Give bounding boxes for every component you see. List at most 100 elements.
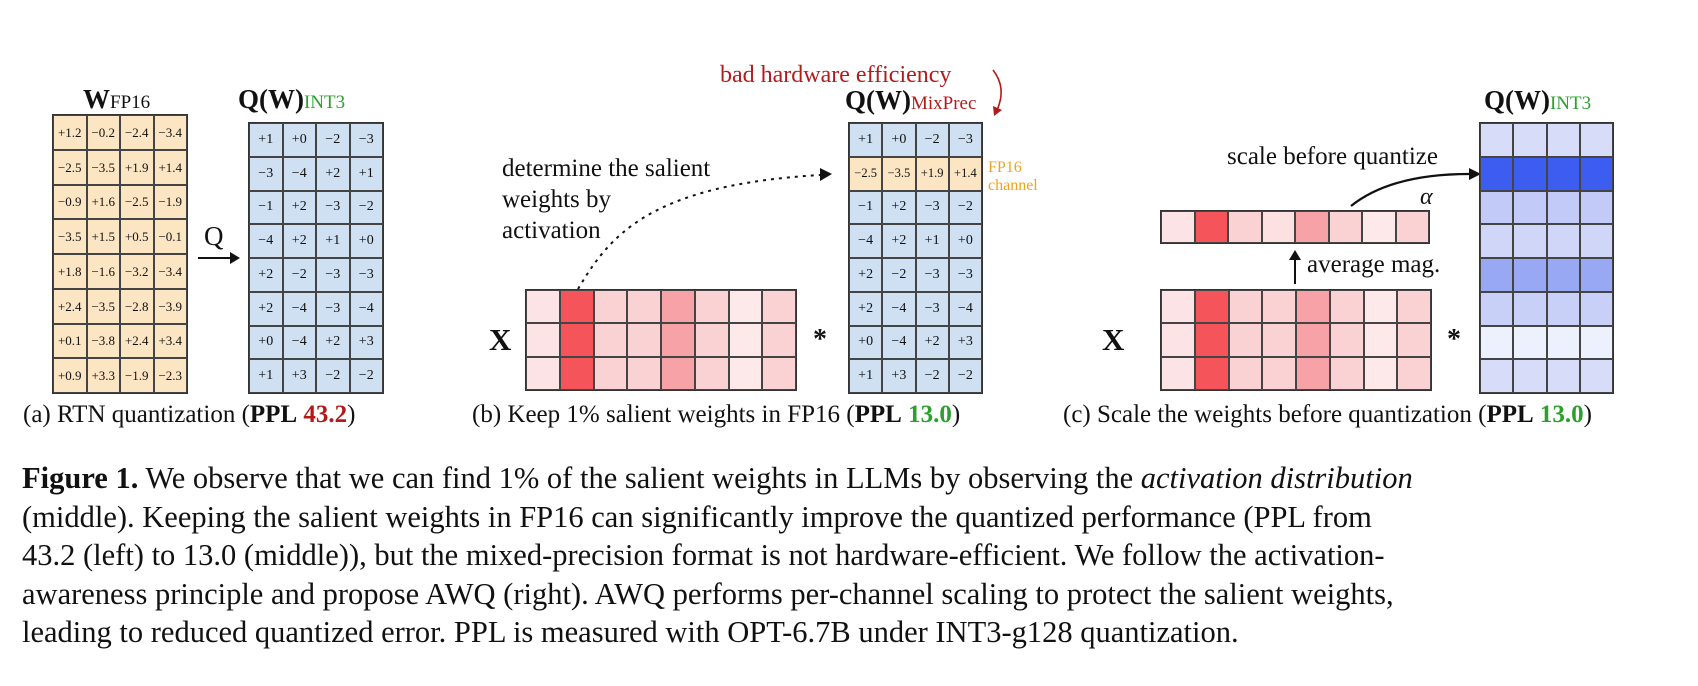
matrix-cell xyxy=(1513,325,1547,360)
matrix-cell: −2 xyxy=(316,359,350,393)
matrix-cell: +0 xyxy=(948,224,982,258)
matrix-cell: +1 xyxy=(316,224,350,258)
matrix-cell xyxy=(1363,290,1398,324)
matrix-cell: +2 xyxy=(249,258,283,292)
matrix-cell xyxy=(1228,211,1262,243)
matrix-cell: +3 xyxy=(349,325,383,360)
matrix-cell xyxy=(1261,211,1295,243)
matrix-cell xyxy=(1262,323,1296,357)
matrix-cell xyxy=(627,290,661,324)
matrix-cell: −0.1 xyxy=(153,219,187,254)
hardware-efficiency-note: bad hardware efficiency xyxy=(720,62,952,88)
matrix-cell xyxy=(1546,291,1580,326)
matrix-cell xyxy=(1513,359,1547,393)
matrix-cell xyxy=(1329,356,1364,390)
matrix-cell: −2 xyxy=(948,359,982,393)
caption-a: (a) RTN quantization (PPL 43.2) xyxy=(23,401,356,428)
matrix-cell: +0 xyxy=(249,325,283,360)
matrix-cell: −4 xyxy=(882,325,916,360)
q-int3-label-a: Q(W)INT3 xyxy=(238,84,346,114)
average-note: average mag. xyxy=(1307,251,1441,278)
matrix-cell: +2.4 xyxy=(53,288,87,324)
matrix-cell xyxy=(1546,359,1580,393)
alpha-label: α xyxy=(1420,184,1433,210)
matrix-cell xyxy=(1228,290,1263,324)
matrix-cell xyxy=(1395,211,1429,243)
matrix-cell: +1.4 xyxy=(948,156,982,191)
matrix-cell xyxy=(1480,359,1514,393)
matrix-cell: +1 xyxy=(249,359,283,393)
matrix-cell xyxy=(1579,258,1613,292)
matrix-cell xyxy=(559,290,594,324)
scale-arrow xyxy=(1350,168,1481,207)
matrix-cell xyxy=(1546,224,1580,258)
matrix-cell: −4 xyxy=(882,291,916,326)
matrix-cell: −4 xyxy=(349,291,383,326)
matrix-cell: −3 xyxy=(316,190,350,225)
matrix-cell: +0.5 xyxy=(120,219,154,254)
matrix-cell: +1 xyxy=(349,156,383,191)
matrix-cell xyxy=(1579,224,1613,258)
matrix-cell: −1.6 xyxy=(86,254,120,289)
matrix-cell xyxy=(1262,290,1296,324)
matrix-cell xyxy=(1579,359,1613,393)
q-mixprec-label: Q(W)MixPrec xyxy=(845,85,977,115)
matrix-cell xyxy=(1579,156,1613,191)
matrix-cell xyxy=(1579,190,1613,225)
q-int3-matrix-a: +1+0−2−3−3−4+2+1−1+2−3−2−4+2+1+0+2−2−3−3… xyxy=(248,122,384,394)
matrix-cell: +2 xyxy=(882,190,916,225)
matrix-cell xyxy=(1363,323,1398,357)
matrix-cell: +0 xyxy=(282,123,316,157)
matrix-cell xyxy=(1161,290,1195,324)
matrix-cell xyxy=(1296,323,1330,357)
matrix-cell xyxy=(1513,123,1547,157)
matrix-cell xyxy=(1194,323,1229,357)
matrix-cell xyxy=(627,356,661,390)
matrix-cell xyxy=(1295,211,1329,243)
matrix-cell: +0 xyxy=(349,224,383,258)
matrix-cell xyxy=(1262,356,1296,390)
scaled-int3-matrix xyxy=(1479,122,1614,394)
matrix-cell: +2 xyxy=(849,291,883,326)
matrix-cell: −4 xyxy=(948,291,982,326)
matrix-cell xyxy=(1228,323,1263,357)
matrix-cell: −2 xyxy=(948,190,982,225)
matrix-cell: +1.8 xyxy=(53,254,87,289)
matrix-cell xyxy=(1296,290,1330,324)
matrix-cell: −1.9 xyxy=(153,184,187,220)
matrix-cell: −1 xyxy=(849,190,883,225)
matrix-cell: −3 xyxy=(249,156,283,191)
matrix-cell: −3 xyxy=(349,123,383,157)
matrix-cell: +1.5 xyxy=(86,219,120,254)
matrix-cell: −4 xyxy=(849,224,883,258)
matrix-cell: +1.9 xyxy=(120,149,154,185)
matrix-cell: −2.8 xyxy=(120,288,154,324)
matrix-cell: −4 xyxy=(249,224,283,258)
matrix-cell xyxy=(1480,325,1514,360)
figure-label: Figure 1. xyxy=(22,461,139,495)
matrix-cell xyxy=(1363,356,1398,390)
salient-dashed-arrow xyxy=(577,168,832,290)
matrix-cell xyxy=(1228,356,1263,390)
matrix-cell xyxy=(1397,323,1431,357)
matrix-cell: −2 xyxy=(349,359,383,393)
x-label-b: X xyxy=(489,322,512,357)
matrix-cell: −2 xyxy=(316,123,350,157)
caption-c: (c) Scale the weights before quantizatio… xyxy=(1063,401,1592,428)
matrix-cell xyxy=(1480,190,1514,225)
w-fp16-matrix: +1.2−0.2−2.4−3.4−2.5−3.5+1.9+1.4−0.9+1.6… xyxy=(52,114,188,394)
hardware-note-arrow xyxy=(992,69,1002,116)
matrix-cell: −0.2 xyxy=(86,115,120,150)
matrix-cell xyxy=(593,356,628,390)
matrix-cell: −4 xyxy=(282,291,316,326)
multiply-b: * xyxy=(813,324,827,355)
matrix-cell xyxy=(1546,156,1580,191)
activation-matrix-c xyxy=(1160,289,1432,391)
matrix-cell: −2.5 xyxy=(53,149,87,185)
matrix-cell: +0 xyxy=(882,123,916,157)
matrix-cell xyxy=(1579,325,1613,360)
matrix-cell: +3 xyxy=(282,359,316,393)
matrix-cell xyxy=(526,290,560,324)
matrix-cell: +2 xyxy=(249,291,283,326)
